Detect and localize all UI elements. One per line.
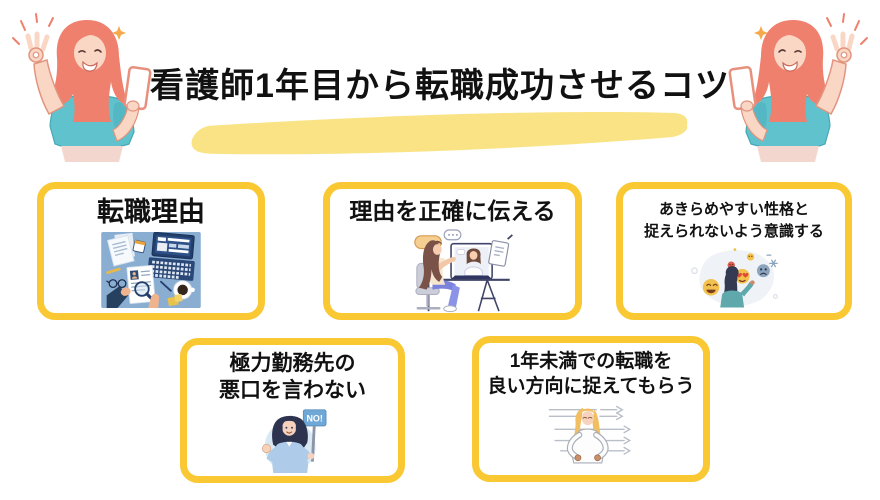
woman-ok-phone-icon-left	[12, 13, 152, 162]
no-gossip-illustration: NO!	[261, 408, 326, 473]
star-icon	[112, 26, 126, 40]
smiley-emoji-icon	[702, 278, 720, 296]
woman-ok-phone-icon-right	[728, 13, 868, 162]
emotion-emojis-illustration	[691, 247, 778, 307]
pen-icon	[160, 280, 172, 292]
tip-card-title: あきらめやすい性格と 捉えられないよう意識する	[644, 201, 824, 240]
no-sign: NO!	[302, 408, 326, 426]
glasses-icon	[106, 279, 127, 289]
tip-card-5: 1年未満での転職を 良い方向に捉えてもらう	[472, 336, 710, 482]
tip-card-title: 転職理由	[97, 197, 205, 227]
small-emoji-icon	[746, 252, 755, 261]
document-icon	[487, 234, 513, 267]
tip-card-title: 1年未満での転職を 良い方向に捉えてもらう	[487, 351, 695, 397]
svg-text:NO!: NO!	[306, 413, 322, 423]
title-underline-highlight	[191, 111, 688, 155]
monitor-icon	[449, 242, 493, 280]
positive-impression-illustration	[548, 406, 632, 464]
calendar-icon	[132, 239, 146, 254]
pencil-icon	[106, 267, 121, 275]
tip-card-title: 理由を正確に伝える	[349, 198, 556, 224]
tip-card-3: あきらめやすい性格と 捉えられないよう意識する	[616, 182, 852, 320]
page-title: 看護師1年目から転職成功させるコツ	[150, 67, 730, 105]
ok-hand-icon	[25, 31, 50, 52]
sticky-note-icon	[167, 293, 183, 307]
heart-eyes-emoji-icon	[734, 268, 750, 284]
coffee-cup-icon	[173, 280, 195, 300]
tip-card-4: 極力勤務先の 悪口を言わない NO!	[180, 338, 405, 483]
tip-card-title: 極力勤務先の 悪口を言わない	[219, 352, 366, 403]
laptop-icon	[147, 232, 195, 281]
asterisk-icon	[766, 253, 778, 267]
tip-card-2: 理由を正確に伝える	[323, 182, 582, 320]
sparkle-icon	[12, 13, 54, 45]
resume-review-illustration	[101, 232, 201, 309]
sad-emoji-icon	[756, 263, 770, 277]
tip-card-1: 転職理由	[37, 182, 265, 320]
paper-icon	[106, 234, 135, 267]
online-interview-illustration	[413, 229, 513, 313]
